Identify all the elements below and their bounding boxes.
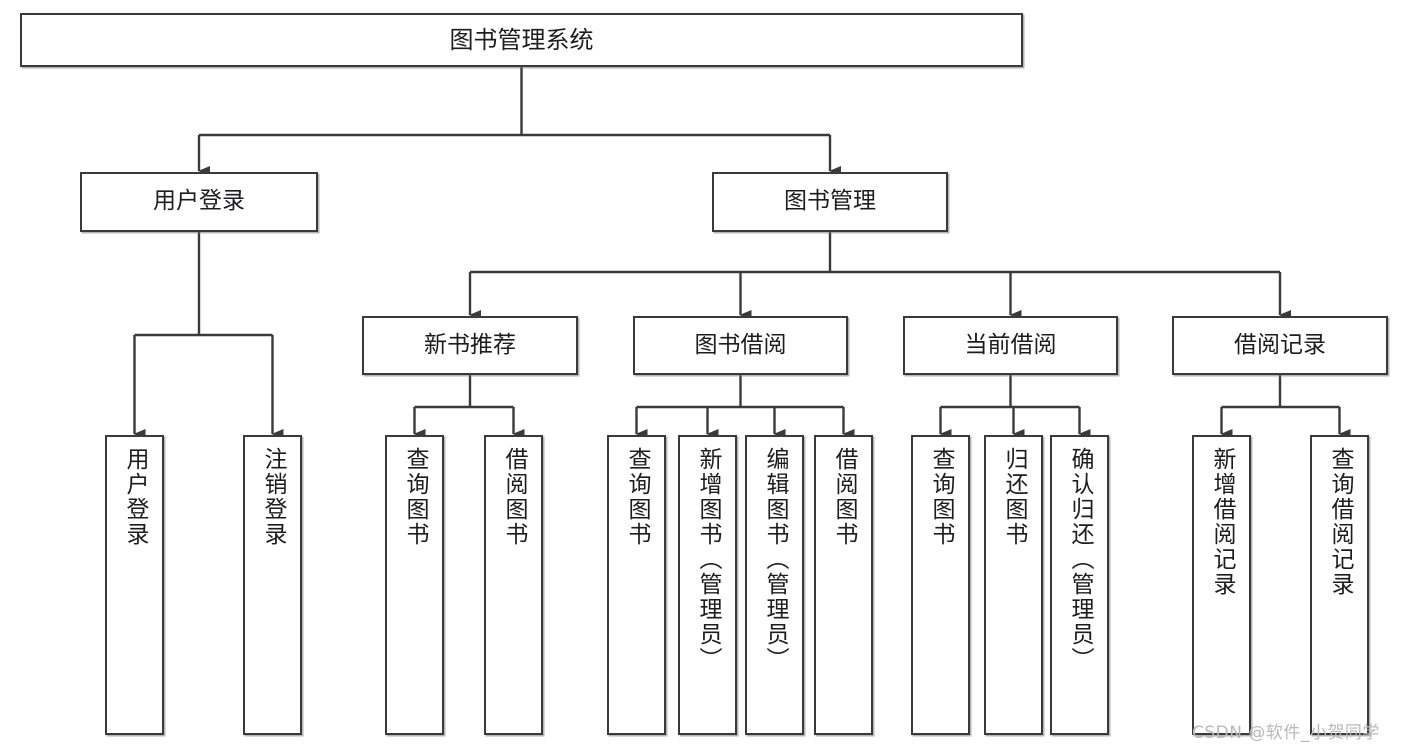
- node-label-leaf-add-book: 新增图书（管理员）: [695, 447, 721, 672]
- node-label-leaf-query-borrow-record: 查询借阅记录: [1327, 447, 1353, 597]
- node-book-borrow[interactable]: 图书借阅: [633, 316, 848, 375]
- node-label-leaf-query-book-borrow: 查询图书: [624, 447, 650, 547]
- node-label-leaf-edit-book: 编辑图书（管理员）: [762, 447, 788, 672]
- node-borrow-record[interactable]: 借阅记录: [1172, 316, 1388, 375]
- node-leaf-return-book[interactable]: 归还图书: [984, 435, 1043, 735]
- node-leaf-edit-book[interactable]: 编辑图书（管理员）: [745, 435, 804, 735]
- node-label-leaf-borrow-book-recommend: 借阅图书: [501, 447, 527, 547]
- node-label-current-borrow: 当前借阅: [964, 331, 1057, 358]
- node-leaf-borrow-book-recommend[interactable]: 借阅图书: [484, 435, 543, 735]
- node-label-new-book-recommend: 新书推荐: [424, 331, 516, 358]
- csdn-watermark: CSDN @软件_小贺同学: [1192, 723, 1380, 743]
- node-leaf-query-borrow-record[interactable]: 查询借阅记录: [1310, 435, 1369, 735]
- node-label-leaf-borrow-book: 借阅图书: [831, 447, 857, 547]
- node-label-leaf-query-book-recommend: 查询图书: [402, 447, 428, 547]
- node-leaf-logout[interactable]: 注销登录: [243, 435, 302, 735]
- node-leaf-confirm-return[interactable]: 确认归还（管理员）: [1050, 435, 1109, 735]
- node-label-leaf-user-login: 用户登录: [122, 447, 148, 547]
- node-label-root: 图书管理系统: [449, 25, 594, 54]
- node-label-book-management: 图书管理: [784, 188, 876, 215]
- node-leaf-user-login[interactable]: 用户登录: [105, 435, 164, 735]
- node-leaf-add-borrow-record[interactable]: 新增借阅记录: [1192, 435, 1251, 735]
- node-leaf-add-book[interactable]: 新增图书（管理员）: [678, 435, 737, 735]
- node-new-book-recommend[interactable]: 新书推荐: [362, 316, 578, 375]
- node-book-management[interactable]: 图书管理: [712, 172, 948, 232]
- node-label-borrow-record: 借阅记录: [1234, 331, 1326, 358]
- node-label-user-login: 用户登录: [153, 188, 245, 215]
- node-leaf-query-book-current[interactable]: 查询图书: [911, 435, 970, 735]
- node-label-leaf-logout: 注销登录: [260, 447, 286, 547]
- node-label-leaf-query-book-current: 查询图书: [928, 447, 954, 547]
- node-leaf-query-book-recommend[interactable]: 查询图书: [385, 435, 444, 735]
- node-user-login[interactable]: 用户登录: [80, 172, 318, 232]
- node-current-borrow[interactable]: 当前借阅: [903, 316, 1118, 375]
- node-leaf-query-book-borrow[interactable]: 查询图书: [607, 435, 666, 735]
- node-leaf-borrow-book[interactable]: 借阅图书: [814, 435, 873, 735]
- node-root[interactable]: 图书管理系统: [20, 13, 1023, 67]
- node-label-leaf-return-book: 归还图书: [1001, 447, 1027, 547]
- node-label-leaf-confirm-return: 确认归还（管理员）: [1067, 447, 1093, 672]
- node-label-book-borrow: 图书借阅: [694, 331, 787, 358]
- node-label-leaf-add-borrow-record: 新增借阅记录: [1209, 447, 1235, 597]
